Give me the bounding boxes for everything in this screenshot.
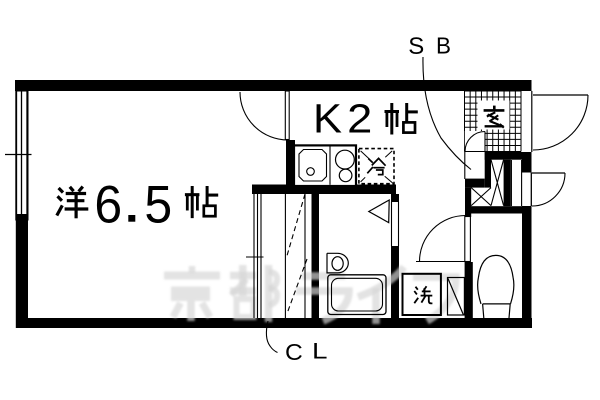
svg-text:2: 2 [347,96,372,142]
svg-text:5: 5 [144,175,172,234]
svg-text:S: S [408,33,424,60]
svg-text:6: 6 [94,175,122,234]
svg-text:C: C [285,339,303,365]
svg-text:B: B [436,32,451,58]
svg-text:L: L [312,339,328,364]
svg-text:K: K [313,96,342,142]
